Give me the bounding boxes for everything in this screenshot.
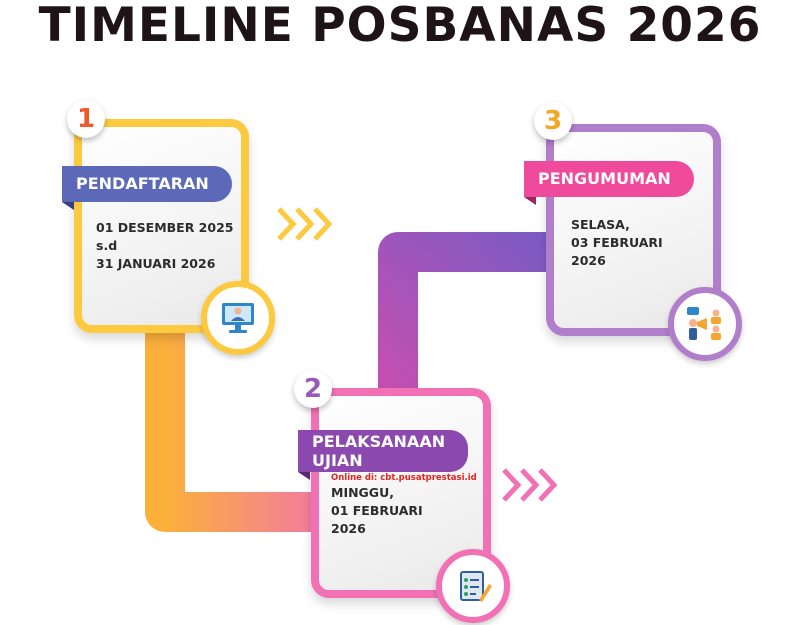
- step-date: MINGGU, 01 FEBRUARI 2026: [331, 485, 423, 536]
- connector-pipe-2-3: [378, 232, 560, 400]
- step-ribbon-pelaksanaan-ujian: PELAKSANAAN UJIAN: [298, 430, 468, 480]
- chevron-right-icon: [502, 468, 558, 502]
- step-label: UJIAN: [312, 451, 363, 470]
- step-number-badge: 2: [294, 370, 332, 408]
- connector-pipe-1-2: [145, 300, 320, 532]
- step-ribbon-pengumuman: PENGUMUMAN: [524, 161, 694, 205]
- step-number-badge: 3: [534, 102, 572, 140]
- step-date: 01 DESEMBER 2025 s.d 31 JANUARI 2026: [96, 220, 234, 271]
- step-number-badge: 1: [67, 100, 105, 138]
- exam-checklist-icon: [436, 549, 510, 623]
- step-label: PENDAFTARAN: [76, 174, 209, 193]
- page-title: TIMELINE POSBANAS 2026: [38, 0, 762, 53]
- step-ribbon-pendaftaran: PENDAFTARAN: [62, 166, 232, 210]
- step-label: PENGUMUMAN: [538, 169, 671, 188]
- chevron-right-icon: [277, 207, 333, 241]
- exam-online-note: Online di: cbt.pusatprestasi.id: [331, 473, 477, 483]
- computer-user-icon: [201, 281, 275, 355]
- step-date: SELASA, 03 FEBRUARI 2026: [571, 217, 663, 268]
- announcement-megaphone-icon: [668, 287, 742, 361]
- step-label: PELAKSANAAN: [312, 432, 446, 451]
